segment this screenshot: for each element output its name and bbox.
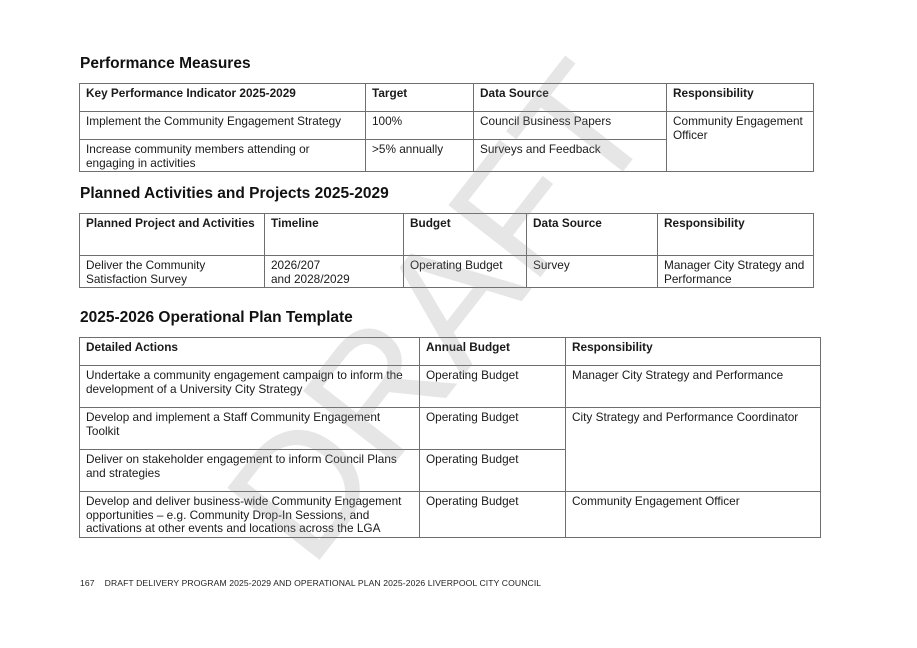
column-header: Data Source [473, 83, 667, 112]
table-header-row: Detailed Actions Annual Budget Responsib… [79, 337, 821, 366]
page-number: 167 [80, 578, 95, 588]
table-row: Deliver the Community Satisfaction Surve… [79, 255, 814, 288]
table-row: Deliver on stakeholder engagement to inf… [79, 449, 821, 492]
table-row: Develop and implement a Staff Community … [79, 407, 821, 492]
table-cell: Survey [526, 255, 658, 288]
column-header: Data Source [526, 213, 658, 256]
table-cell: City Strategy and Performance Coordinato… [565, 407, 821, 492]
table-cell: Community Engagement Officer [565, 491, 821, 538]
operational-plan-table: Detailed Actions Annual Budget Responsib… [79, 337, 821, 538]
table-cell: Implement the Community Engagement Strat… [79, 111, 366, 140]
table-cell: >5% annually [365, 139, 474, 172]
section-title-planned-activities: Planned Activities and Projects 2025-202… [80, 185, 389, 202]
column-header: Key Performance Indicator 2025-2029 [79, 83, 366, 112]
table-cell: 2026/207 and 2028/2029 [264, 255, 404, 288]
table-cell: Manager City Strategy and Performance [565, 365, 821, 408]
table-cell: Operating Budget [419, 491, 566, 538]
column-header: Responsibility [565, 337, 821, 366]
planned-activities-table: Planned Project and Activities Timeline … [79, 213, 814, 288]
column-header: Budget [403, 213, 527, 256]
column-header: Responsibility [666, 83, 814, 112]
table-row: Develop and deliver business-wide Commun… [79, 491, 821, 538]
section-title-performance-measures: Performance Measures [80, 55, 251, 72]
table-row: Undertake a community engagement campaig… [79, 365, 821, 408]
table-cell: Develop and implement a Staff Community … [79, 407, 420, 450]
section-title-operational-plan: 2025-2026 Operational Plan Template [80, 309, 353, 326]
table-cell: Operating Budget [403, 255, 527, 288]
table-header-row: Key Performance Indicator 2025-2029 Targ… [79, 83, 814, 112]
table-cell: Council Business Papers [473, 111, 667, 140]
table-cell: Operating Budget [419, 449, 566, 492]
column-header: Annual Budget [419, 337, 566, 366]
footer-text: DRAFT DELIVERY PROGRAM 2025-2029 AND OPE… [104, 578, 542, 588]
table-cell: Undertake a community engagement campaig… [79, 365, 420, 408]
table-cell: Community Engagement Officer [666, 111, 814, 172]
table-cell: Deliver the Community Satisfaction Surve… [79, 255, 265, 288]
table-cell: Increase community members attending or … [79, 139, 366, 172]
table-row: Implement the Community Engagement Strat… [79, 111, 814, 172]
column-header: Target [365, 83, 474, 112]
column-header: Detailed Actions [79, 337, 420, 366]
column-header: Responsibility [657, 213, 814, 256]
table-header-row: Planned Project and Activities Timeline … [79, 213, 814, 256]
table-cell: Deliver on stakeholder engagement to inf… [79, 449, 420, 492]
table-cell: 100% [365, 111, 474, 140]
table-cell: Surveys and Feedback [473, 139, 667, 172]
table-row: Increase community members attending or … [79, 139, 814, 172]
table-cell: Operating Budget [419, 407, 566, 450]
table-cell: Manager City Strategy and Performance [657, 255, 814, 288]
table-cell: Develop and deliver business-wide Commun… [79, 491, 420, 538]
column-header: Planned Project and Activities [79, 213, 265, 256]
table-cell: Operating Budget [419, 365, 566, 408]
page-footer: 167 DRAFT DELIVERY PROGRAM 2025-2029 AND … [80, 578, 551, 588]
column-header: Timeline [264, 213, 404, 256]
performance-measures-table: Key Performance Indicator 2025-2029 Targ… [79, 83, 814, 172]
